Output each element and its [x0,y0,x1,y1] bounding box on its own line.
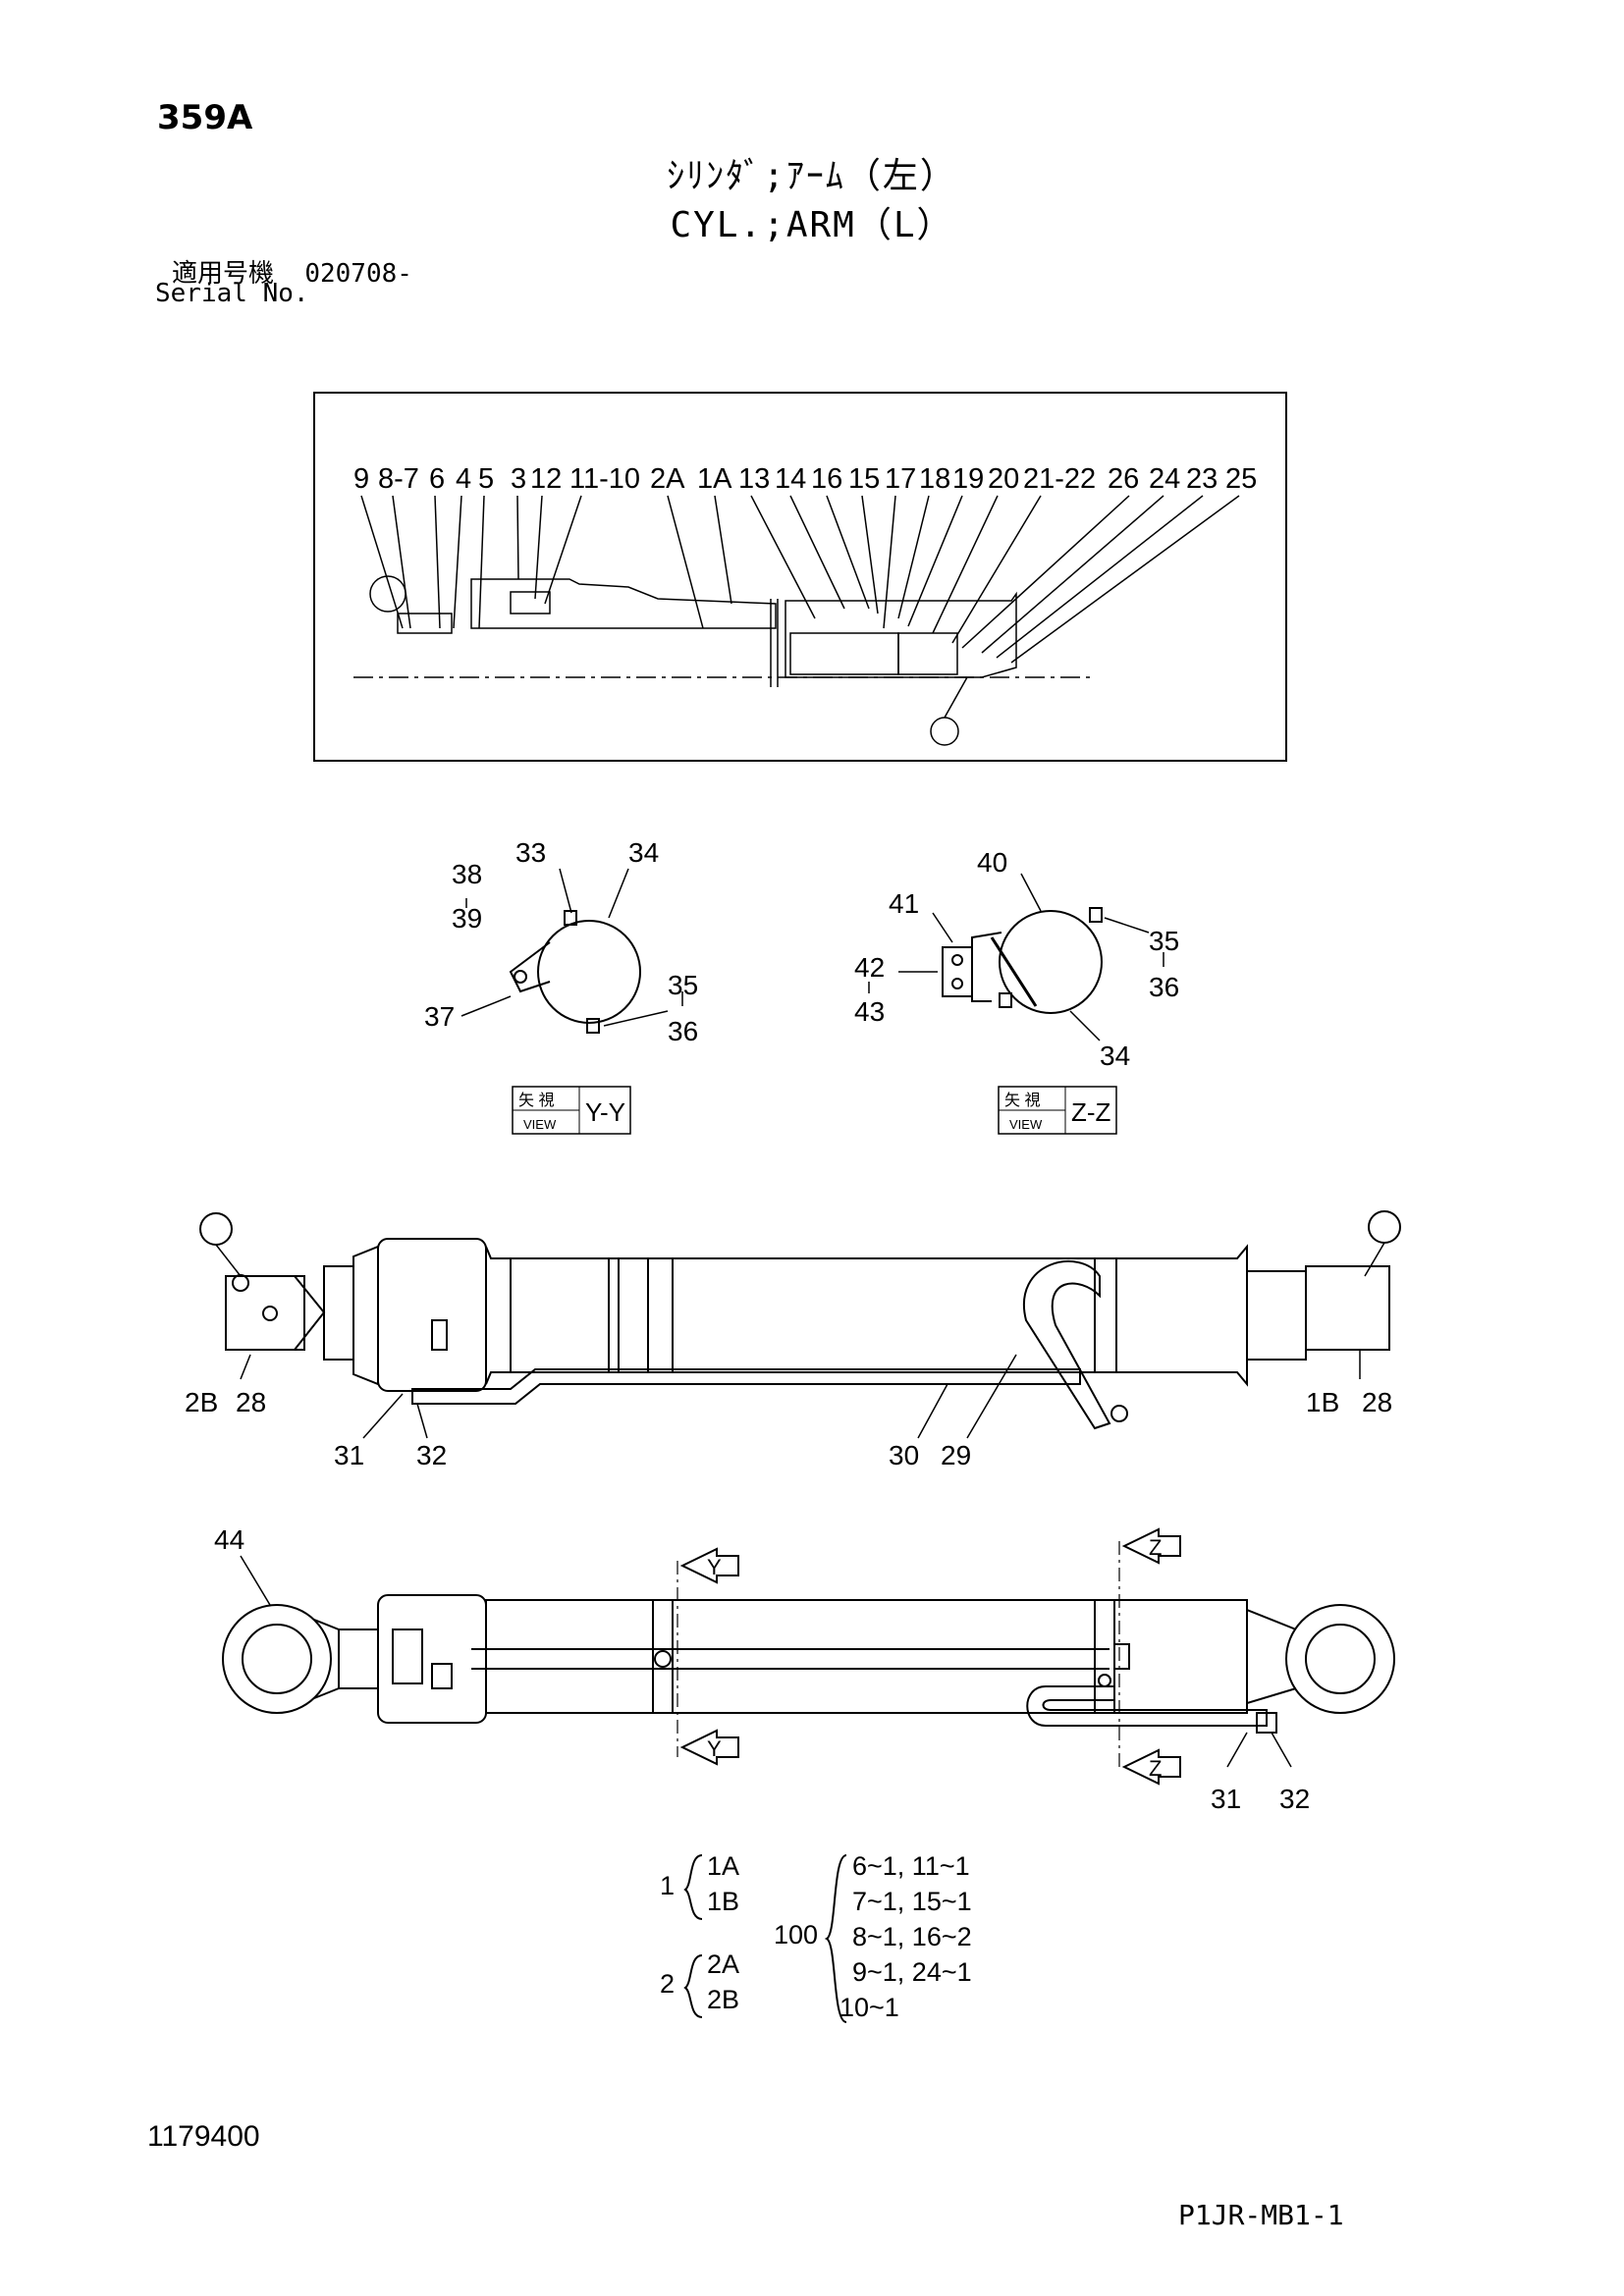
section-marker-arrows [679,1527,1181,1786]
section-marker-label: Y [707,1555,722,1579]
view-badge-label: Y-Y [585,1097,625,1127]
legend-item: 1B [707,1887,739,1916]
callout-label: 16 [811,463,842,495]
title-english: CYL.;ARM（L） [670,205,954,245]
legend-item: 2A [707,1949,739,1979]
callout-label: 28 [1362,1387,1392,1417]
callout-label: 44 [214,1524,244,1555]
callout-label: 32 [416,1440,447,1470]
callout-label: 14 [775,463,806,495]
callout-label: 40 [977,847,1007,878]
callout-label: 26 [1108,463,1139,495]
callout-label: 6 [429,463,445,495]
callout-label: 29 [941,1440,971,1470]
callout-label: 35 [1149,926,1179,956]
legend-item: 2B [707,1985,739,2014]
callout-label: 38 [452,859,482,889]
callout-label: 34 [628,837,659,868]
callout-label: 13 [738,463,770,495]
view-badge-top: 矢 視 [518,1092,554,1109]
callout-label: 23 [1186,463,1218,495]
view-zz-drawing [868,873,1164,1041]
section-view-frame [313,392,1287,762]
callout-label: 39 [452,903,482,934]
callout-label: 32 [1279,1784,1310,1814]
title-japanese: ｼﾘﾝﾀﾞ;ｱｰﾑ（左） [667,156,957,196]
callout-label: 36 [668,1016,698,1046]
callout-label: 31 [334,1440,364,1470]
callout-label: 43 [854,996,885,1027]
callout-label: 37 [424,1001,455,1032]
callout-label: 1B [1306,1387,1339,1417]
legend-item: 9~1, 24~1 [852,1957,972,1987]
callout-label: 18 [919,463,950,495]
callout-label: 28 [236,1387,266,1417]
side-view-labels: 2B 28 31 32 30 29 1B 28 [185,1387,1392,1470]
section-callout-labels: 9 8-7 6 4 5 3 12 11-10 2A 1A 13 14 16 15… [353,463,1257,495]
section-marker-label: Z [1149,1535,1162,1560]
legend-item: 7~1, 15~1 [852,1887,972,1916]
callout-label: 8-7 [378,463,419,495]
parts-legend: 1 1A 1B 2 2A 2B 100 6~1, 11~1 7~1, 15~1 … [660,1851,972,2022]
section-leader-lines [360,495,1240,664]
view-zz-labels: 40 41 42 43 35 36 34 [854,847,1179,1071]
callout-label: 20 [988,463,1019,495]
callout-label: 41 [889,888,919,919]
view-badge-label: Z-Z [1071,1097,1111,1127]
top-view-labels: 44 31 32 [214,1524,1310,1814]
view-badge-bottom: VIEW [523,1117,557,1132]
view-badge-yy: 矢 視 VIEW Y-Y [512,1086,631,1135]
callout-label: 9 [353,463,369,495]
view-badge-bottom: VIEW [1009,1117,1043,1132]
serial-label-jp: 適用号機 [172,259,275,289]
view-yy-drawing [460,868,683,1034]
legend-item: 10~1 [839,1993,899,2022]
page-code: P1JR-MB1-1 [1178,2199,1344,2231]
page-number: 359A [157,98,253,137]
callout-label: 42 [854,952,885,983]
legend-group-num: 1 [660,1871,675,1900]
side-view-cylinder [199,1210,1401,1439]
callout-label: 33 [515,837,546,868]
callout-label: 5 [478,463,494,495]
callout-label: 36 [1149,972,1179,1002]
legend-item: 1A [707,1851,739,1881]
drawing-number: 1179400 [147,2120,260,2153]
view-badge-zz: 矢 視 VIEW Z-Z [998,1086,1117,1135]
top-view-cylinder [222,1541,1395,1768]
callout-label: 24 [1149,463,1180,495]
serial-line: 適用号機 020708- [172,253,412,290]
serial-value: 020708- [304,259,412,289]
callout-label: 34 [1100,1041,1130,1071]
legend-item: 6~1, 11~1 [852,1851,970,1881]
callout-label: 2B [185,1387,218,1417]
callout-label: 4 [456,463,471,495]
legend-group-num: 2 [660,1969,675,1999]
section-marker-labels: Y Y Z Z [707,1535,1162,1781]
callout-label: 12 [530,463,562,495]
callout-label: 11-10 [569,463,640,495]
callout-label: 25 [1225,463,1257,495]
callout-label: 19 [952,463,984,495]
callout-label: 17 [885,463,916,495]
view-yy-labels: 33 34 38 39 37 35 36 [424,837,698,1046]
callout-label: 35 [668,970,698,1000]
serial-label-en: Serial No. [155,279,309,308]
section-marker-label: Y [707,1736,722,1761]
legend-item: 8~1, 16~2 [852,1922,972,1951]
legend-braces [683,1854,847,2023]
callout-label: 1A [697,463,732,495]
callout-label: 15 [848,463,880,495]
legend-group-num: 100 [774,1920,818,1949]
callout-label: 31 [1211,1784,1241,1814]
callout-label: 21-22 [1023,463,1096,495]
callout-label: 30 [889,1440,919,1470]
callout-label: 3 [511,463,526,495]
view-badge-top: 矢 視 [1004,1092,1040,1109]
section-marker-label: Z [1149,1756,1162,1781]
section-body-outline [353,575,1095,746]
callout-label: 2A [650,463,685,495]
